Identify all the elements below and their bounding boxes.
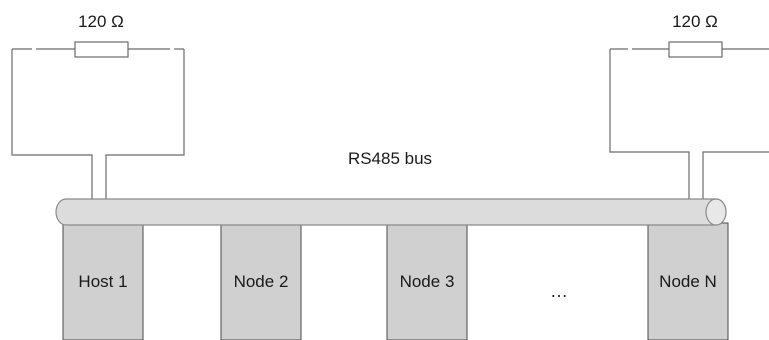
- left-termination: 120 Ω: [11, 12, 185, 200]
- node-label: Host 1: [78, 272, 127, 291]
- node-3: Node 3: [386, 222, 468, 340]
- right-termination: 120 Ω: [609, 12, 769, 200]
- ellipsis: …: [550, 281, 568, 301]
- left-termination-wire-return: [105, 49, 185, 200]
- right-termination-wire: [609, 49, 690, 200]
- node-label: Node N: [659, 272, 717, 291]
- bus-cable: [55, 198, 727, 226]
- node-box: [386, 222, 468, 340]
- node-host-1: Host 1: [62, 222, 144, 340]
- right-termination-wire-return: [702, 151, 769, 200]
- left-termination-wire: [11, 49, 93, 200]
- node-n: Node N: [647, 222, 729, 340]
- bus-cylinder-body: [55, 198, 727, 226]
- bus-label: RS485 bus: [348, 149, 432, 168]
- right-resistor: [668, 41, 723, 58]
- bus-cylinder-end: [705, 198, 727, 226]
- right-resistor-label: 120 Ω: [672, 12, 718, 31]
- left-resistor: [74, 41, 129, 58]
- node-box: [62, 222, 144, 340]
- node-label: Node 2: [234, 272, 289, 291]
- node-label: Node 3: [400, 272, 455, 291]
- node-2: Node 2: [220, 222, 302, 340]
- node-box: [220, 222, 302, 340]
- left-resistor-label: 120 Ω: [78, 12, 124, 31]
